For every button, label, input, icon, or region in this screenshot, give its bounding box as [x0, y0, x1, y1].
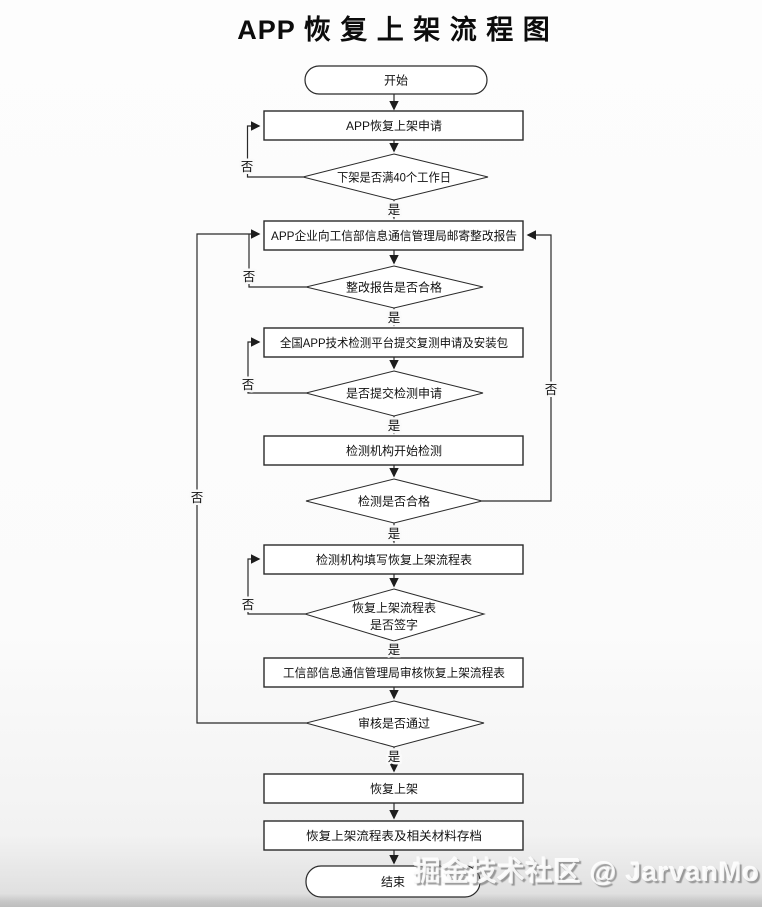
no-label-submit: 否	[242, 378, 255, 392]
submit-decision-label: 是否提交检测申请	[346, 386, 442, 401]
page-title: APP 恢 复 上 架 流 程 图	[237, 15, 551, 45]
report-decision-label: 整改报告是否合格	[346, 280, 442, 295]
mail-report-label: APP企业向工信部信息通信管理局邮寄整改报告	[271, 228, 517, 243]
fill-form-box	[263, 544, 524, 575]
no-label-review-long: 否	[191, 491, 204, 505]
archive-box	[263, 820, 524, 851]
start-terminal	[304, 65, 488, 95]
archive-label: 恢复上架流程表及相关材料存档	[306, 828, 482, 843]
loop-report-no	[248, 234, 306, 288]
sign-decision-label-line2: 是否签字	[370, 617, 418, 632]
yes-label-review: 是	[388, 750, 401, 764]
apply-box	[263, 110, 524, 141]
fill-form-label: 检测机构填写恢复上架流程表	[316, 552, 472, 567]
submit-retest-label: 全国APP技术检测平台提交复测申请及安装包	[280, 335, 508, 350]
end-terminal	[305, 865, 481, 898]
apply-label: APP恢复上架申请	[346, 119, 442, 133]
loop-sign-no	[247, 554, 305, 615]
yes-label-days: 是	[388, 203, 401, 217]
flow-loops	[196, 121, 552, 724]
submit-decision	[305, 370, 484, 417]
submit-retest-box	[263, 327, 524, 358]
review-decision	[304, 700, 485, 748]
sign-decision	[303, 588, 486, 642]
no-label-report: 否	[243, 270, 256, 284]
yes-label-sign: 是	[388, 643, 401, 657]
days-decision-label: 下架是否满40个工作日	[337, 171, 451, 185]
yes-label-test: 是	[388, 527, 401, 541]
review-form-box	[263, 657, 524, 688]
loop-submit-no	[247, 337, 306, 394]
report-decision	[305, 265, 484, 309]
review-form-label: 工信部信息通信管理局审核恢复上架流程表	[283, 665, 505, 680]
yes-label-submit: 是	[388, 419, 401, 433]
end-label: 结束	[381, 875, 405, 889]
no-label-sign: 否	[242, 598, 255, 612]
loop-review-no-long	[196, 229, 306, 724]
testing-start-box	[263, 435, 524, 466]
testing-start-label: 检测机构开始检测	[346, 443, 442, 458]
start-label: 开始	[384, 74, 408, 88]
mail-report-box	[263, 220, 524, 251]
no-label-days: 否	[241, 160, 254, 174]
loop-test-no-right	[482, 230, 552, 502]
loop-days-no	[246, 121, 303, 178]
yes-label-report: 是	[388, 311, 401, 325]
review-decision-label: 审核是否通过	[358, 716, 430, 731]
no-label-test-right: 否	[545, 383, 558, 397]
days-decision	[302, 153, 489, 201]
test-decision	[305, 478, 483, 524]
sign-decision-label-line1: 恢复上架流程表	[352, 600, 436, 615]
test-decision-label: 检测是否合格	[358, 494, 430, 509]
relist-label: 恢复上架	[370, 782, 418, 796]
relist-box	[263, 773, 524, 804]
